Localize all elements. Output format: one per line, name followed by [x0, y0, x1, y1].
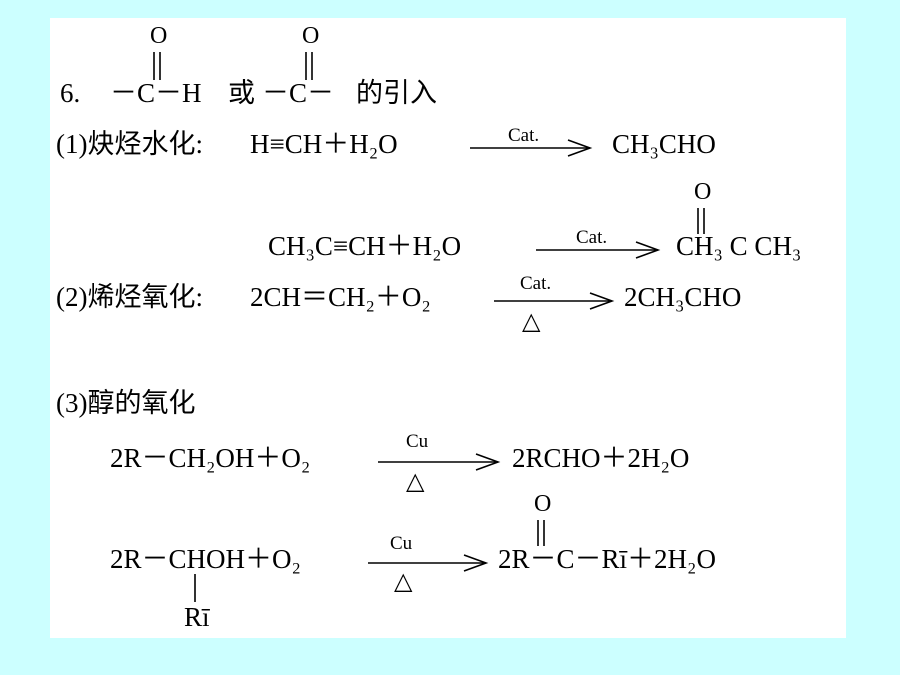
section3-r1-lhs: 2R－CH₂OH＋O₂ [110, 443, 311, 473]
section3-r2-arrowhead [463, 554, 489, 572]
section2-label: (2)烯烃氧化: [56, 282, 203, 312]
slide-content: O O 6. －C－H 或 －C－ 的引入 (1)炔烃水化: H≡CH＋H₂O … [50, 18, 846, 638]
section3-r2-rhs: 2R－C－Rī＋2H₂O [498, 544, 716, 574]
bond-lines-and-arrows [153, 52, 705, 602]
section2-condition-bottom: △ [522, 309, 541, 335]
heading-suffix: 的引入 [356, 78, 437, 108]
section2-arrowhead [589, 292, 615, 310]
section3-r1-rhs: 2RCHO＋2H₂O [512, 443, 690, 473]
section1-r2-oxygen: O [694, 179, 712, 205]
section2-condition-top: Cat. [520, 273, 552, 294]
section1-r1-condition: Cat. [508, 125, 540, 146]
heading-number: 6. [60, 78, 81, 108]
section3-r2-condition-top: Cu [390, 533, 413, 554]
section2-lhs: 2CH＝CH₂＋O₂ [250, 282, 431, 312]
section3-r1-arrowhead [475, 453, 501, 471]
section1-r2-rhs: CH₃ C CH₃ [676, 231, 802, 261]
section1-r2-lhs: CH₃C≡CH＋H₂O [268, 231, 462, 261]
section1-r1-rhs: CH₃CHO [612, 129, 716, 159]
section3-r2-condition-bottom: △ [394, 569, 413, 595]
section3-r1-condition-top: Cu [406, 431, 429, 452]
section3-label: (3)醇的氧化 [56, 388, 196, 418]
section3-r2-lhs: 2R－CHOH＋O₂ [110, 544, 301, 574]
section1-r1-arrowhead [567, 139, 593, 157]
heading-cho-group: －C－H [110, 78, 202, 108]
section3-r1-condition-bottom: △ [406, 469, 425, 495]
section1-label: (1)炔烃水化: [56, 129, 203, 159]
section1-r2-arrowhead [635, 241, 661, 259]
section3-r2-substituent: Rī [184, 602, 210, 632]
heading-oxygen-2: O [302, 23, 320, 49]
heading-co-group: －C－ [262, 78, 335, 108]
section1-r2-condition: Cat. [576, 227, 608, 248]
section2-rhs: 2CH₃CHO [624, 282, 742, 312]
section1-r1-lhs: H≡CH＋H₂O [250, 129, 398, 159]
section3-r2-oxygen: O [534, 491, 552, 517]
heading-or: 或 [228, 78, 255, 108]
heading-oxygen-1: O [150, 23, 168, 49]
